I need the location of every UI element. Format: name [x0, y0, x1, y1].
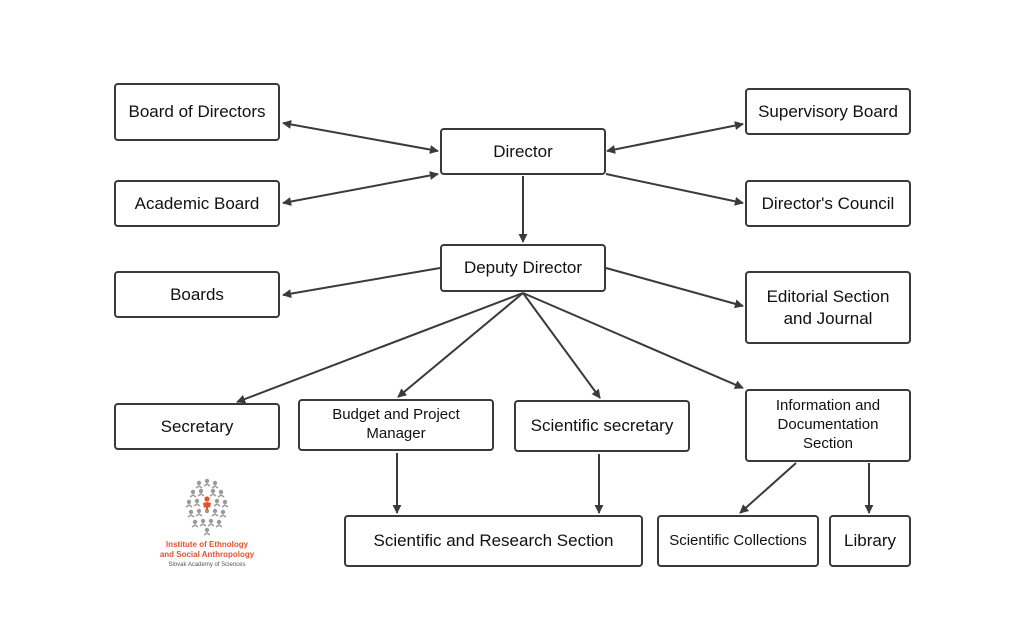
edge-deputy-info-doc [522, 292, 744, 389]
edge-director-directors-council [605, 173, 744, 206]
node-director: Director [440, 128, 606, 175]
node-label: Secretary [160, 416, 234, 436]
node-label: Information and Documentation Section [775, 397, 881, 452]
edge-deputy-budget-manager [397, 292, 524, 398]
node-label: Supervisory Board [758, 101, 898, 121]
node-deputy-director: Deputy Director [440, 244, 606, 292]
node-board-of-directors: Board of Directors [114, 83, 280, 141]
node-label: Scientific secretary [530, 416, 674, 436]
edge-deputy-secretary [236, 292, 524, 404]
node-label: Editorial Section and Journal [766, 287, 890, 328]
logo-line-1: Institute of Ethnology [165, 540, 249, 549]
people-pyramid-icon [185, 478, 229, 536]
logo-line-2: and Social Anthropology [159, 550, 255, 559]
edge-deputy-scientific-secretary [522, 292, 601, 399]
node-supervisory-board: Supervisory Board [745, 88, 911, 135]
node-budget-manager: Budget and Project Manager [298, 399, 494, 451]
node-scientific-research-section: Scientific and Research Section [344, 515, 643, 567]
edge-deputy-boards [282, 267, 441, 299]
edge-director-academic-board [282, 171, 439, 206]
edge-infodoc-collections [739, 462, 797, 514]
node-label: Budget and Project Manager [332, 406, 460, 442]
logo-line-3: Slovak Academy of Sciences [168, 562, 246, 568]
node-editorial-section: Editorial Section and Journal [745, 271, 911, 344]
node-label: Boards [170, 284, 224, 304]
institute-logo: Institute of Ethnology and Social Anthro… [138, 478, 276, 582]
edge-deputy-editorial [605, 267, 744, 309]
node-label: Director's Council [761, 193, 895, 213]
node-scientific-collections: Scientific Collections [657, 515, 819, 567]
node-info-doc-section: Information and Documentation Section [745, 389, 911, 462]
node-scientific-secretary: Scientific secretary [514, 400, 690, 452]
node-label: Deputy Director [463, 258, 583, 278]
node-label: Library [844, 531, 896, 551]
node-library: Library [829, 515, 911, 567]
edge-director-supervisory-board [606, 121, 744, 154]
node-boards: Boards [114, 271, 280, 318]
node-label: Academic Board [134, 193, 260, 213]
node-academic-board: Academic Board [114, 180, 280, 227]
node-directors-council: Director's Council [745, 180, 911, 227]
node-label: Scientific and Research Section [373, 531, 614, 551]
node-label: Scientific Collections [669, 531, 807, 549]
node-secretary: Secretary [114, 403, 280, 450]
node-label: Board of Directors [128, 102, 266, 122]
node-label: Director [493, 141, 553, 161]
edge-director-board-of-directors [282, 120, 439, 154]
